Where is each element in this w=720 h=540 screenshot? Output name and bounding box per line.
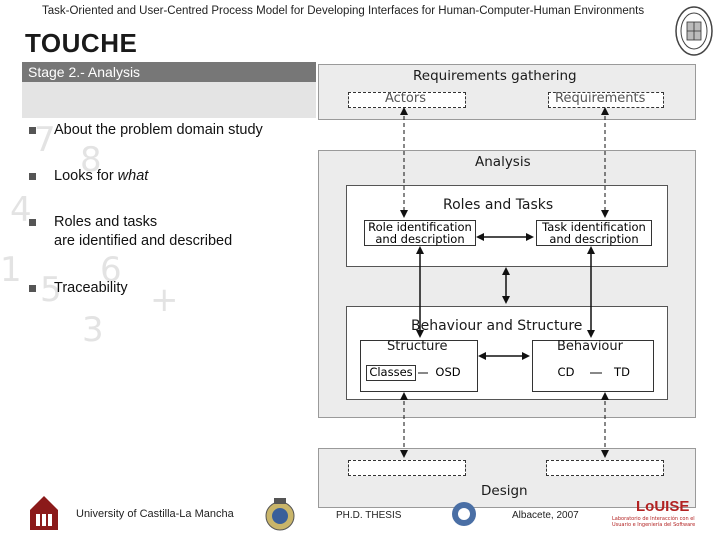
task-identification-box: Task identification and description xyxy=(536,220,652,246)
decor-digit: 8 xyxy=(80,140,102,180)
decor-digit: 1 xyxy=(0,250,22,290)
stage-bar-shade xyxy=(22,82,316,118)
td-box: TD xyxy=(600,366,644,380)
osd-box: OSD xyxy=(426,366,470,380)
design-panel: Design xyxy=(318,448,696,508)
decor-digit: 3 xyxy=(82,310,104,350)
bullet-marker xyxy=(29,219,36,226)
university-seal-icon xyxy=(675,6,713,56)
analysis-title: Analysis xyxy=(475,154,531,170)
louise-logo: LoUISE Laboratorio de Interacción con el… xyxy=(612,498,712,536)
dsi-logo-icon xyxy=(452,502,476,526)
design-actors-box xyxy=(348,460,466,476)
decor-digit: 4 xyxy=(10,190,32,230)
bullet-traceability: Traceability xyxy=(54,280,128,296)
structure-label: Structure xyxy=(387,339,448,354)
footer-thesis: Ph.D. Thesis xyxy=(336,510,402,521)
decor-digit: 5 xyxy=(40,270,62,310)
classes-box: Classes xyxy=(366,365,416,381)
td-label: TD xyxy=(614,365,630,379)
requirements-gathering-title: Requirements gathering xyxy=(413,68,577,84)
page-title: TOUCHE xyxy=(25,28,138,58)
role-identification-line2: and description xyxy=(375,232,465,246)
behaviour-label: Behaviour xyxy=(557,339,623,354)
stage-bar: Stage 2.- Analysis xyxy=(22,62,316,82)
classes-label: Classes xyxy=(369,365,413,379)
actors-label: Actors xyxy=(385,91,426,106)
role-identification-line1: Role identification xyxy=(368,220,472,234)
behaviour-structure-title: Behaviour and Structure xyxy=(411,318,583,334)
design-requirements-box xyxy=(546,460,664,476)
cd-box: CD xyxy=(544,366,588,380)
bullet-problem-domain: About the problem domain study xyxy=(54,122,263,138)
decor-digit: 6 xyxy=(100,250,122,290)
role-identification-box: Role identification and description xyxy=(364,220,476,246)
task-identification-line2: and description xyxy=(549,232,639,246)
design-title: Design xyxy=(481,483,528,499)
bullet-roles-tasks-line2: are identified and described xyxy=(54,233,233,249)
osd-label: OSD xyxy=(435,365,461,379)
cd-label: CD xyxy=(557,365,575,379)
decor-digit: 7 xyxy=(34,120,56,160)
louise-logo-text: LoUISE xyxy=(636,498,690,515)
task-identification-line1: Task identification xyxy=(542,220,646,234)
stage-label: Stage 2.- Analysis xyxy=(28,64,141,80)
slide-title: Task-Oriented and User-Centred Process M… xyxy=(42,5,645,17)
requirements-label: Requirements xyxy=(555,91,646,106)
bullet-marker xyxy=(29,127,36,134)
roles-and-tasks-title: Roles and Tasks xyxy=(443,197,554,213)
bullet-roles-tasks-line1: Roles and tasks xyxy=(54,214,158,230)
actors-box: Actors xyxy=(348,91,466,108)
footer-university: University of Castilla-La Mancha xyxy=(76,508,234,520)
background-decoration: 7 8 4 6 5 + 3 1 xyxy=(0,80,720,480)
bullet-looks-for-emphasis: what xyxy=(117,168,149,184)
bullet-looks-for-text: Looks for xyxy=(54,168,118,184)
requirements-box: Requirements xyxy=(548,91,664,108)
bullet-marker xyxy=(29,285,36,292)
behaviour-box: Behaviour xyxy=(532,340,654,392)
footer-place-date: Albacete, 2007 xyxy=(512,510,579,521)
louise-logo-caption: Laboratorio de Interacción con el Usuari… xyxy=(612,516,696,528)
bullet-roles-tasks: Roles and tasks are identified and descr… xyxy=(54,213,232,251)
bullet-looks-for: Looks for what xyxy=(54,167,148,186)
crest-icon xyxy=(265,498,295,531)
bullet-marker xyxy=(29,173,36,180)
university-logo-icon xyxy=(30,496,58,530)
decor-digit: + xyxy=(150,280,179,320)
